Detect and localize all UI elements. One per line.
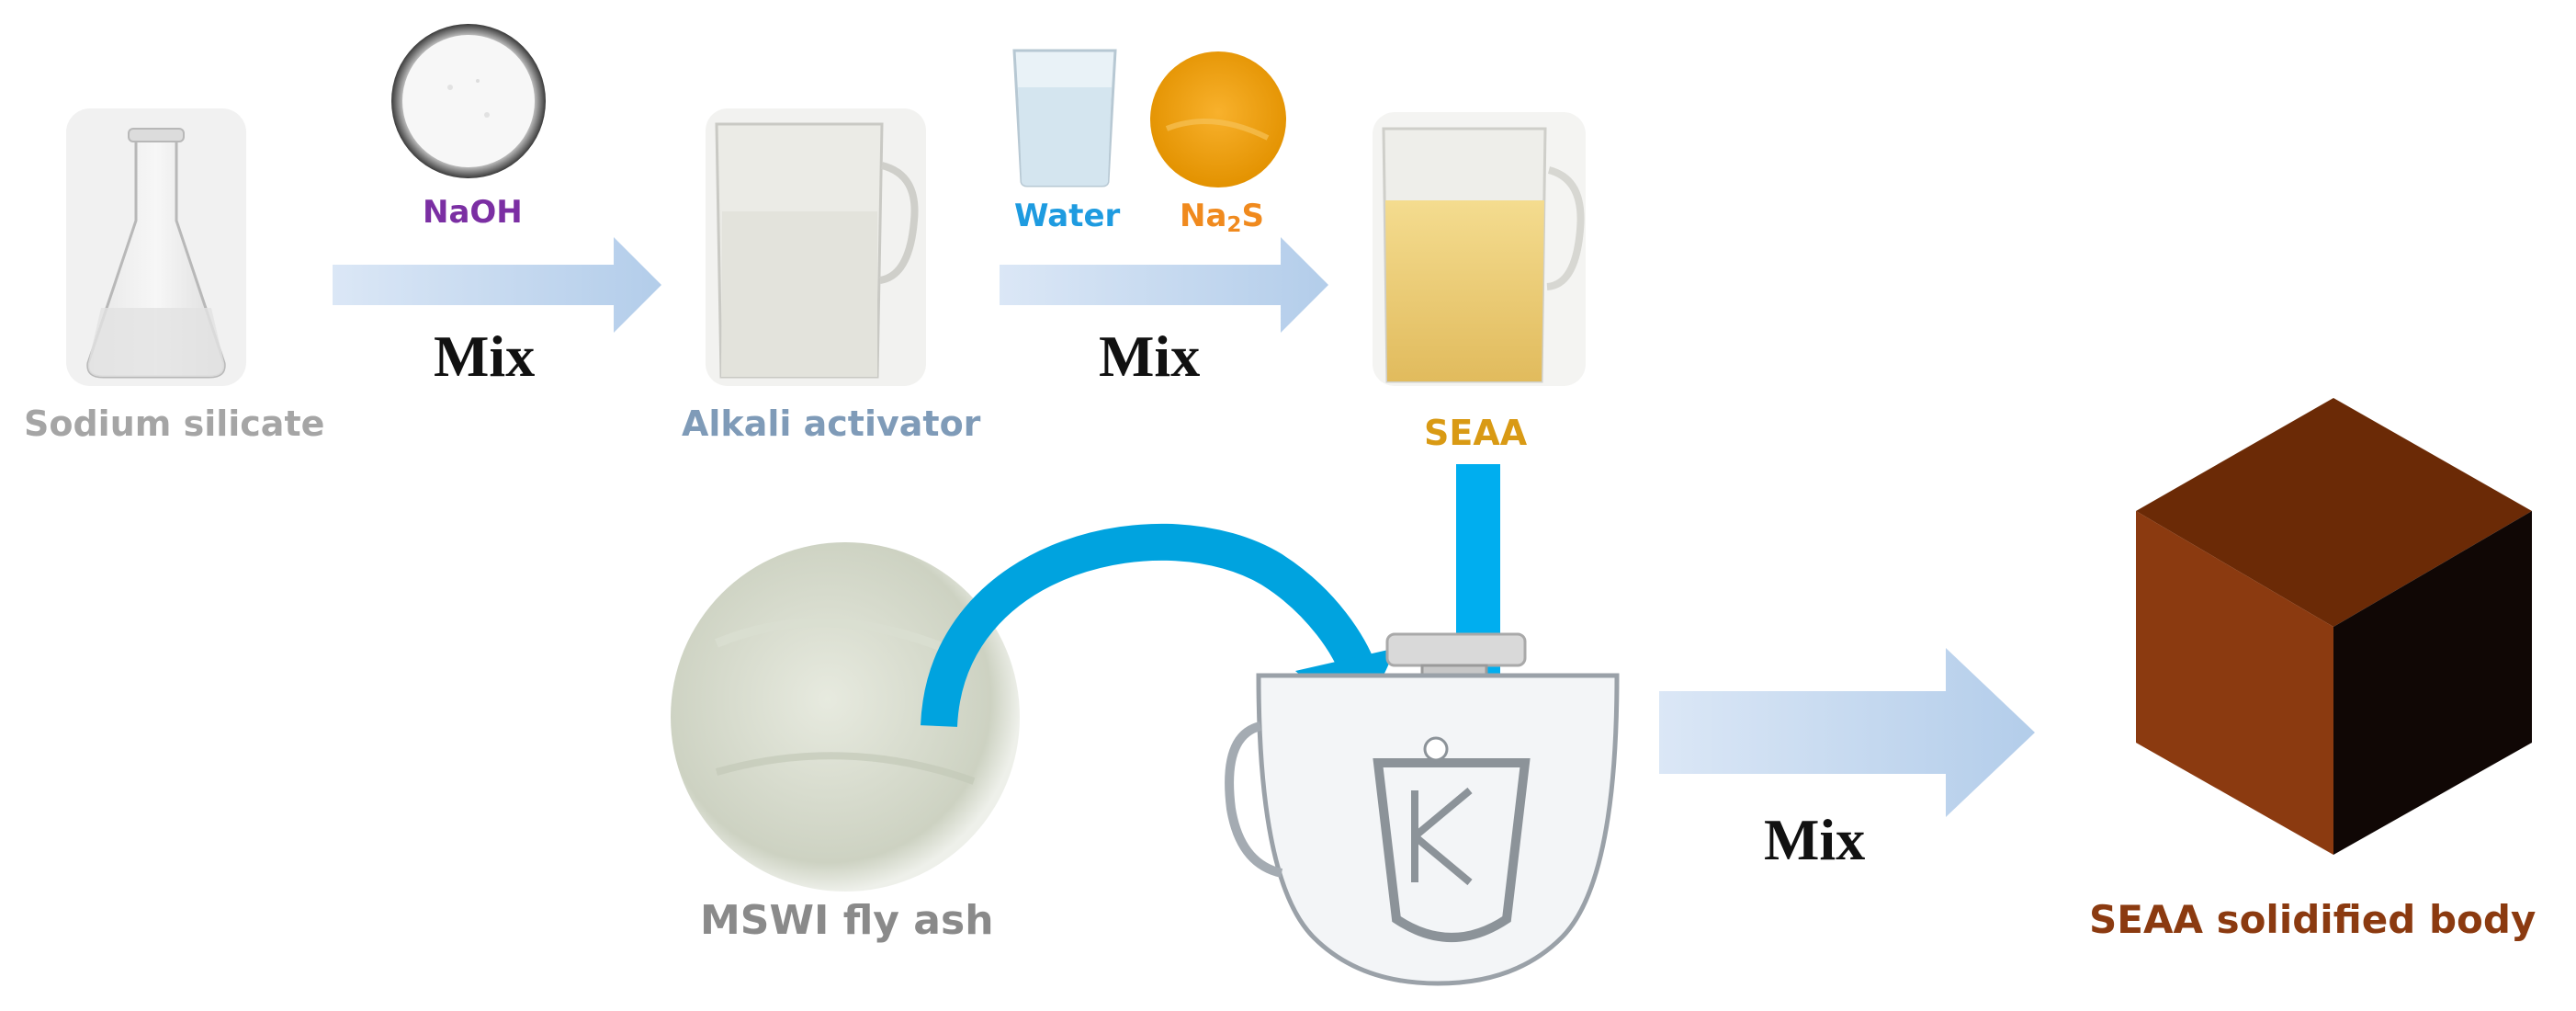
alkali-activator-label: Alkali activator bbox=[682, 403, 981, 444]
naoh-powder-image bbox=[391, 24, 546, 178]
na2s-powder-image bbox=[1150, 51, 1286, 187]
solidified-cube-image bbox=[2136, 398, 2532, 855]
na2s-label-end: S bbox=[1241, 198, 1265, 234]
mix-label-2: Mix bbox=[1099, 324, 1201, 389]
process-arrow-3 bbox=[1659, 648, 2035, 817]
mix-label-1: Mix bbox=[434, 324, 536, 389]
solidified-body-label: SEAA solidified body bbox=[2089, 897, 2536, 942]
mix-label-3: Mix bbox=[1764, 807, 1866, 872]
seaa-beaker-image bbox=[1373, 112, 1586, 386]
mixer-bowl-image bbox=[1225, 632, 1620, 986]
water-label: Water bbox=[1014, 198, 1121, 234]
sodium-silicate-label: Sodium silicate bbox=[24, 403, 325, 444]
fly-ash-label: MSWI fly ash bbox=[700, 897, 994, 944]
na2s-label-subscript: 2 bbox=[1226, 212, 1242, 237]
seaa-label: SEAA bbox=[1424, 413, 1528, 453]
na2s-label-main: Na bbox=[1180, 198, 1227, 234]
fly-ash-image bbox=[671, 542, 1020, 892]
water-glass-image bbox=[1012, 49, 1117, 187]
na2s-label: Na2S bbox=[1180, 198, 1265, 235]
naoh-label: NaOH bbox=[423, 194, 523, 231]
process-arrow-2 bbox=[1000, 237, 1328, 333]
process-arrow-1 bbox=[333, 237, 661, 333]
sodium-silicate-flask-image bbox=[66, 108, 246, 386]
alkali-activator-beaker-image bbox=[706, 108, 926, 386]
